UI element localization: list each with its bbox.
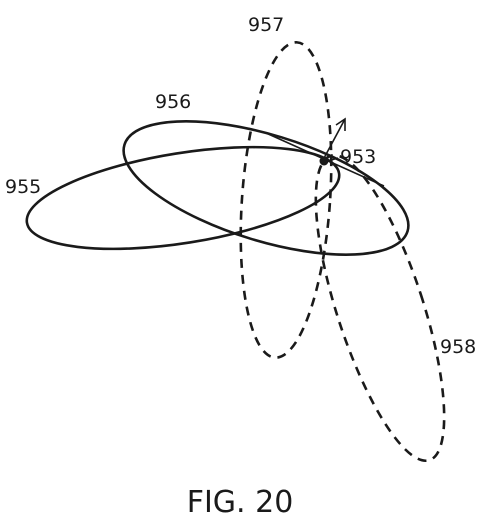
label-955: 955: [5, 176, 41, 198]
label-958: 958: [440, 336, 476, 358]
point-953: [320, 157, 329, 166]
label-953: 953: [340, 146, 376, 168]
ellipse-956: [109, 94, 423, 282]
ellipse-955: [20, 129, 346, 267]
ellipse-958: [290, 143, 471, 474]
figure-caption: FIG. 20: [187, 485, 294, 520]
normal-arrow-head: [336, 119, 345, 131]
ellipse-957: [231, 39, 341, 360]
label-956: 956: [155, 91, 191, 113]
label-957: 957: [248, 14, 284, 36]
